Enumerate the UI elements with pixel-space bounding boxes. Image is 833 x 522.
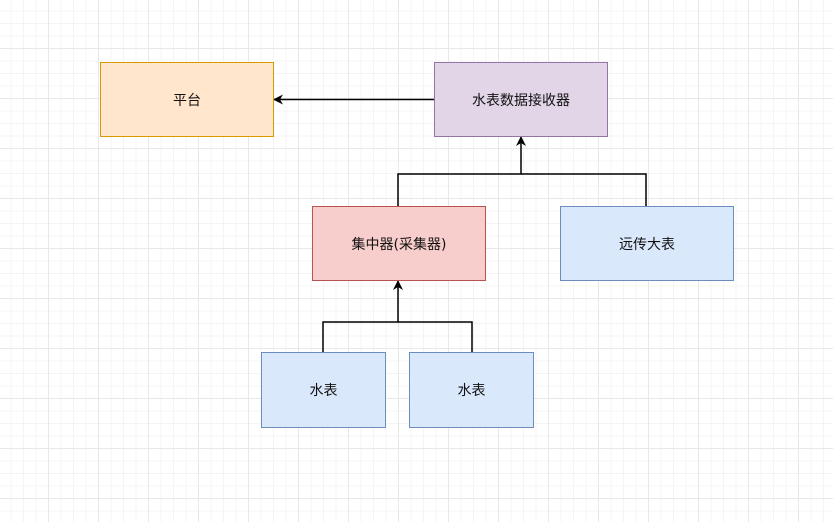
node-concentrator-collector[interactable]: 集中器(采集器) [312,206,486,281]
edge-remote-to-receiver [521,173,647,206]
node-platform[interactable]: 平台 [100,62,274,137]
node-water-meter-data-receiver[interactable]: 水表数据接收器 [434,62,608,137]
node-water-meter-2[interactable]: 水表 [409,352,534,428]
edge-concentrator-to-receiver [397,136,526,206]
node-remote-large-meter[interactable]: 远传大表 [560,206,734,281]
edge-meter2-to-concentrator [398,321,473,352]
node-water-meter-1[interactable]: 水表 [261,352,386,428]
edge-meter1-to-concentrator [322,280,403,352]
